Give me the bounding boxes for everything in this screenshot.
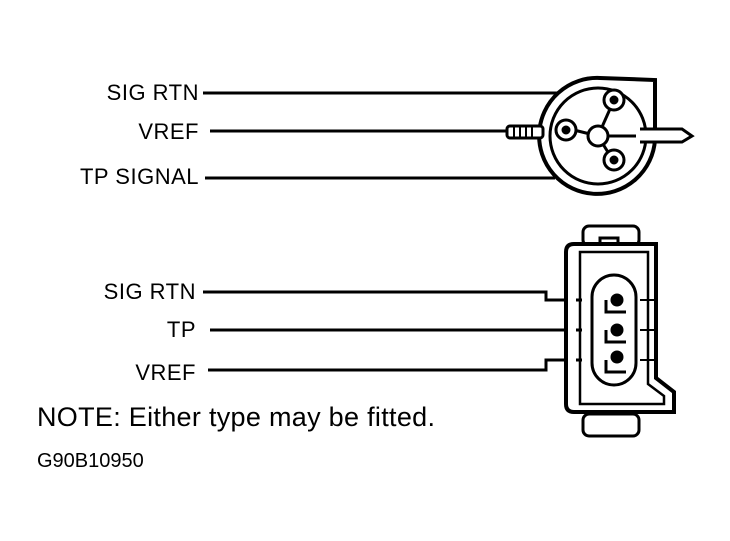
rect-terminal-vref: [604, 350, 626, 374]
rect-terminal-sig-rtn: [604, 293, 626, 314]
round-mounting-tab-left: [505, 124, 545, 140]
rect-label-sig-rtn: SIG RTN: [103, 279, 196, 304]
round-mounting-tab-right: [640, 127, 695, 144]
rect-label-vref: VREF: [135, 360, 196, 385]
rect-wire-vref: [208, 358, 606, 372]
round-hub: [586, 124, 610, 148]
round-terminal-vref: [554, 118, 578, 142]
round-label-sig-rtn: SIG RTN: [106, 80, 199, 105]
round-terminal-sig-rtn: [602, 88, 626, 112]
rect-connector: [203, 224, 676, 438]
rect-terminal-tp: [604, 323, 626, 344]
round-label-vref: VREF: [138, 119, 199, 144]
note-text: NOTE: Either type may be fitted.: [37, 402, 436, 432]
rect-housing-inner: [578, 250, 666, 406]
rect-wire-sig-rtn: [203, 290, 606, 302]
round-terminal-tp-signal: [602, 148, 626, 172]
round-label-tp-signal: TP SIGNAL: [79, 164, 199, 189]
figure-code: G90B10950: [37, 450, 144, 472]
round-connector: [203, 75, 695, 196]
rect-label-tp: TP: [166, 317, 196, 342]
